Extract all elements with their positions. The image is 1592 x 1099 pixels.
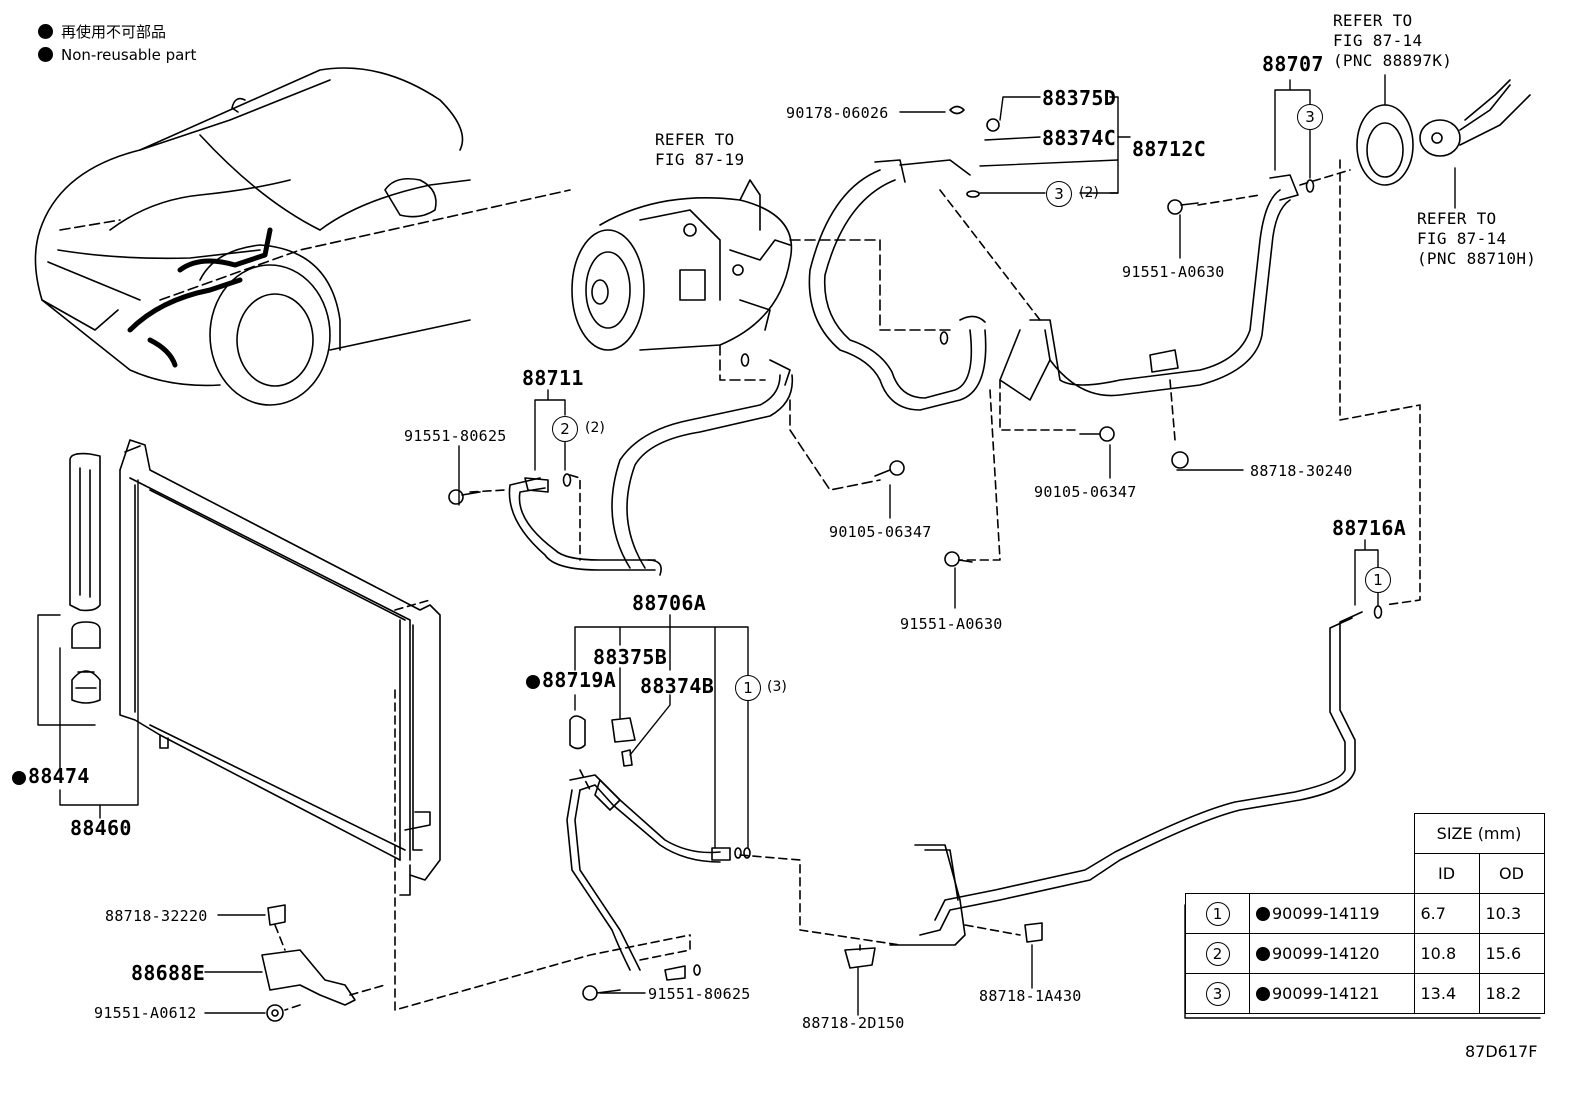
row-part[interactable]: 90099-14120 bbox=[1249, 933, 1415, 974]
row-part[interactable]: 90099-14121 bbox=[1249, 973, 1415, 1014]
bullet-icon bbox=[38, 47, 53, 62]
discharge-hose bbox=[469, 359, 794, 576]
qty-2-88712c: (2) bbox=[1079, 185, 1099, 201]
row-id: 13.4 bbox=[1413, 973, 1480, 1014]
non-reusable-bullet-icon bbox=[526, 675, 540, 689]
part-label-91551-80625-left[interactable]: 91551-80625 bbox=[404, 427, 507, 445]
qty-3-88706a: (3) bbox=[767, 679, 787, 695]
size-od-header: OD bbox=[1478, 853, 1545, 894]
part-label-88460[interactable]: 88460 bbox=[70, 816, 132, 840]
suction-pipe bbox=[959, 159, 1421, 606]
row-number: 1 bbox=[1185, 893, 1250, 934]
part-label-88718-32220[interactable]: 88718-32220 bbox=[105, 907, 208, 925]
part-label-88719a-text: 88719A bbox=[542, 668, 617, 692]
part-label-91551-a0612[interactable]: 91551-A0612 bbox=[94, 1004, 197, 1022]
legend-jp-text: 再使用不可部品 bbox=[61, 23, 167, 41]
row-number: 2 bbox=[1185, 933, 1250, 974]
row-number-circle: 2 bbox=[1205, 941, 1230, 966]
ref-fig-87-14-88897k[interactable]: REFER TO FIG 87-14 (PNC 88897K) bbox=[1333, 11, 1453, 70]
o-ring-size-table: SIZE (mm) ID OD 1 90099-14119 6.7 10.3 2… bbox=[1185, 813, 1545, 1014]
part-label-88375d[interactable]: 88375D bbox=[1042, 86, 1117, 110]
compressor-illustration bbox=[571, 179, 951, 491]
part-label-88718-1a430[interactable]: 88718-1A430 bbox=[979, 987, 1082, 1005]
condenser-illustration bbox=[69, 439, 691, 1011]
part-label-91551-a0630-mid[interactable]: 91551-A0630 bbox=[900, 615, 1003, 633]
row-id: 6.7 bbox=[1413, 893, 1480, 934]
row-od: 18.2 bbox=[1478, 973, 1545, 1014]
part-label-88718-30240[interactable]: 88718-30240 bbox=[1250, 462, 1353, 480]
callout-1-88716a[interactable]: 1 bbox=[1365, 567, 1391, 593]
row-od: 15.6 bbox=[1478, 933, 1545, 974]
part-label-88712c[interactable]: 88712C bbox=[1132, 137, 1207, 161]
callout-1-88706a[interactable]: 1 bbox=[735, 675, 761, 701]
part-label-88474-text: 88474 bbox=[28, 764, 90, 788]
expansion-valve-fittings bbox=[1356, 79, 1531, 186]
row-number-circle: 3 bbox=[1205, 981, 1230, 1006]
row-part-text: 90099-14119 bbox=[1272, 904, 1380, 923]
row-od: 10.3 bbox=[1478, 893, 1545, 934]
row-part[interactable]: 90099-14119 bbox=[1249, 893, 1415, 934]
part-label-90105-06347-left[interactable]: 90105-06347 bbox=[829, 523, 932, 541]
part-label-88716a[interactable]: 88716A bbox=[1332, 516, 1407, 540]
non-reusable-bullet-icon bbox=[1256, 987, 1270, 1001]
illustration-code: 87D617F bbox=[1465, 1042, 1538, 1061]
liquid-pipe bbox=[566, 611, 1363, 971]
part-label-90105-06347-right[interactable]: 90105-06347 bbox=[1034, 483, 1137, 501]
part-label-88711[interactable]: 88711 bbox=[522, 366, 584, 390]
row-part-text: 90099-14120 bbox=[1272, 944, 1380, 963]
part-label-88374b[interactable]: 88374B bbox=[640, 674, 715, 698]
table-row: 1 90099-14119 6.7 10.3 bbox=[1185, 893, 1545, 934]
size-header: SIZE (mm) bbox=[1413, 813, 1545, 854]
suction-hose bbox=[808, 159, 1041, 411]
car-illustration bbox=[34, 67, 571, 406]
part-label-88374c[interactable]: 88374C bbox=[1042, 126, 1117, 150]
table-row: 2 90099-14120 10.8 15.6 bbox=[1185, 933, 1545, 974]
non-reusable-bullet-icon bbox=[12, 771, 26, 785]
part-label-88719a[interactable]: 88719A bbox=[526, 669, 616, 691]
part-label-88688e[interactable]: 88688E bbox=[131, 961, 206, 985]
bullet-icon bbox=[38, 24, 53, 39]
bracket-parts bbox=[261, 904, 386, 1022]
callout-2-88711[interactable]: 2 bbox=[552, 416, 578, 442]
legend-en: Non-reusable part bbox=[38, 46, 196, 64]
row-number: 3 bbox=[1185, 973, 1250, 1014]
non-reusable-bullet-icon bbox=[1256, 947, 1270, 961]
part-label-88707[interactable]: 88707 bbox=[1262, 52, 1324, 76]
part-label-91551-80625-low[interactable]: 91551-80625 bbox=[648, 985, 751, 1003]
ref-fig-87-19[interactable]: REFER TO FIG 87-19 bbox=[655, 130, 745, 169]
table-row: 3 90099-14121 13.4 18.2 bbox=[1185, 973, 1545, 1014]
legend-jp: 再使用不可部品 bbox=[38, 21, 166, 42]
part-label-88474[interactable]: 88474 bbox=[12, 765, 90, 787]
row-number-circle: 1 bbox=[1205, 901, 1230, 926]
part-label-88706a[interactable]: 88706A bbox=[632, 591, 707, 615]
part-label-88375b[interactable]: 88375B bbox=[593, 645, 668, 669]
o-ring-icons bbox=[562, 179, 1383, 976]
row-id: 10.8 bbox=[1413, 933, 1480, 974]
part-label-91551-a0630-top[interactable]: 91551-A0630 bbox=[1122, 263, 1225, 281]
non-reusable-bullet-icon bbox=[1256, 907, 1270, 921]
qty-2-88711: (2) bbox=[585, 420, 605, 436]
row-part-text: 90099-14121 bbox=[1272, 984, 1380, 1003]
legend-en-text: Non-reusable part bbox=[61, 46, 197, 64]
ref-fig-87-14-88710h[interactable]: REFER TO FIG 87-14 (PNC 88710H) bbox=[1417, 209, 1537, 268]
callout-3-88707[interactable]: 3 bbox=[1297, 104, 1323, 130]
part-label-88718-2d150[interactable]: 88718-2D150 bbox=[802, 1014, 905, 1032]
bolt-icons bbox=[448, 105, 1199, 1001]
callout-3-88712c[interactable]: 3 bbox=[1046, 181, 1072, 207]
part-label-90178-06026[interactable]: 90178-06026 bbox=[786, 104, 889, 122]
size-id-header: ID bbox=[1413, 853, 1480, 894]
